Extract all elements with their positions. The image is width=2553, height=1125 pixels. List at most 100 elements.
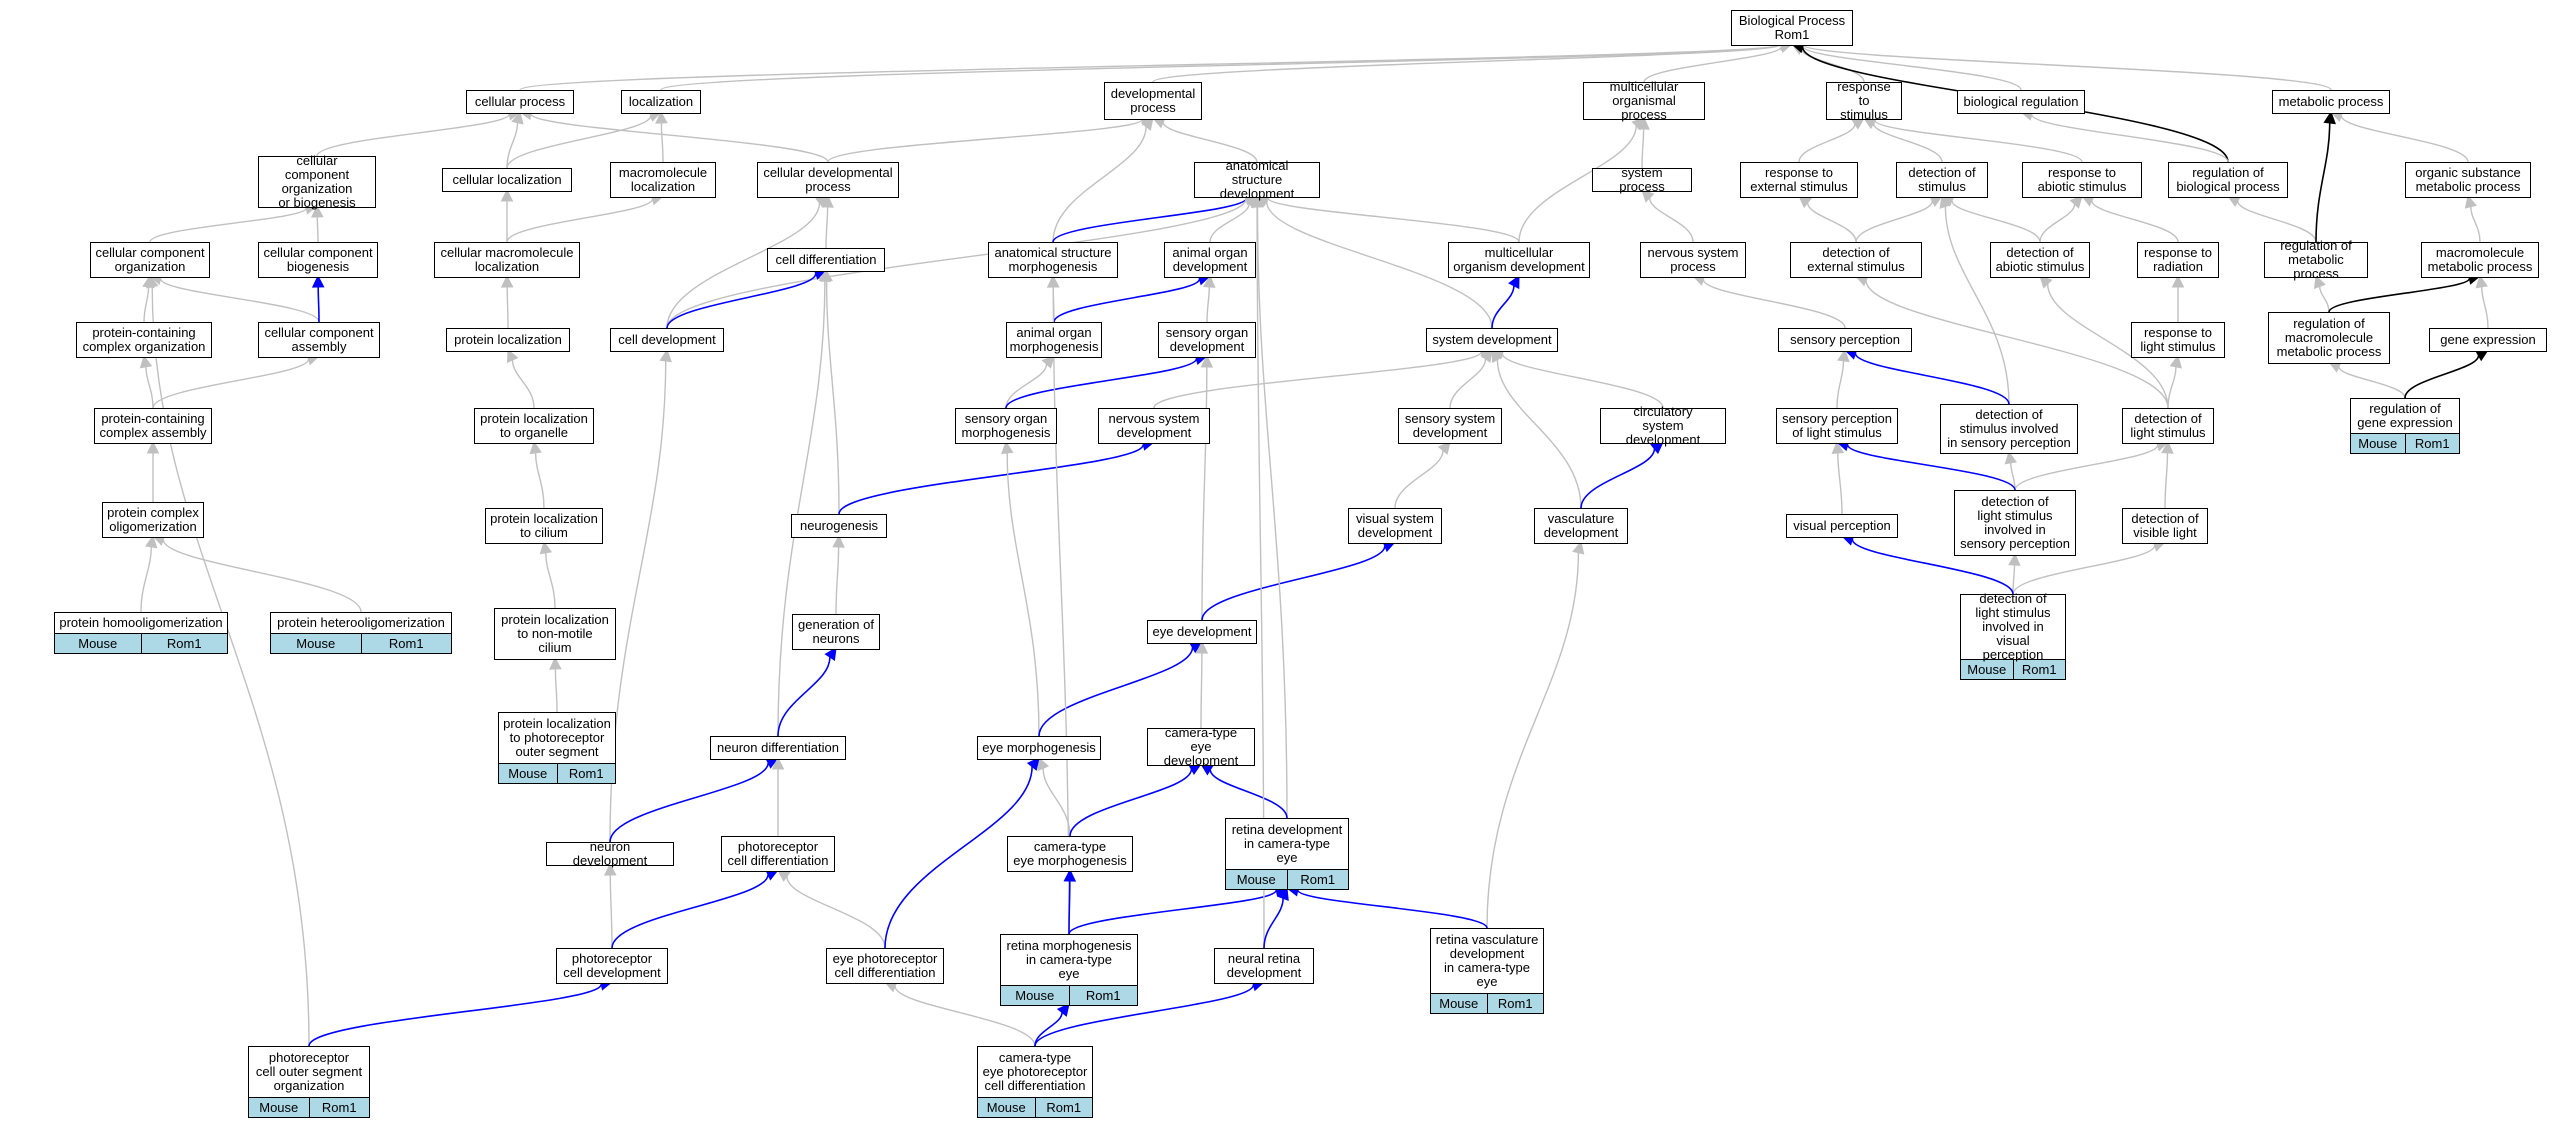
go-term-dols[interactable]: detection of light stimulus [2122,408,2214,444]
go-term-pcdev[interactable]: photoreceptor cell development [556,948,668,984]
term-label: cellular component biogenesis [263,245,373,274]
go-term-mop[interactable]: multicellular organismal process [1583,80,1705,122]
edge-eyed-vsd [1201,545,1386,621]
go-term-pco[interactable]: protein complex oligomerization [102,502,204,538]
go-term-rtes[interactable]: response to external stimulus [1740,162,1858,198]
go-term-rtas[interactable]: response to abiotic stimulus [2022,162,2142,198]
go-term-rmp[interactable]: regulation of metabolic process [2264,239,2368,281]
go-term-osmp[interactable]: organic substance metabolic process [2405,162,2531,198]
arrowhead-epcd-eyem [1026,757,1040,771]
edge-phet-pco [162,539,362,613]
go-term-does[interactable]: detection of external stimulus [1790,242,1922,278]
go-term-nsp[interactable]: nervous system process [1640,242,1746,278]
go-term-pltpos[interactable]: protein localization to photoreceptor ou… [498,712,616,784]
go-term-pltnmc[interactable]: protein localization to non-motile ciliu… [494,608,616,660]
go-term-spls[interactable]: sensory perception of light stimulus [1776,408,1898,444]
go-term-breg[interactable]: biological regulation [1957,90,2085,114]
go-term-aod[interactable]: animal organ development [1164,242,1256,278]
go-term-ploc[interactable]: protein localization [446,328,570,352]
go-term-cted[interactable]: camera-type eye development [1147,726,1255,768]
go-term-rtls[interactable]: response to light stimulus [2131,322,2225,358]
edge-dlsisp-dols [2014,444,2159,491]
arrowhead-dlsivp-dlsisp [2008,552,2021,566]
go-term-sysp[interactable]: system process [1592,166,1692,194]
edge-rvd-rdcte [1297,889,1488,929]
go-term-vperc[interactable]: visual perception [1786,514,1898,538]
go-term-vsd[interactable]: visual system development [1348,508,1442,544]
go-term-pcoso[interactable]: photoreceptor cell outer segment organiz… [248,1046,370,1118]
term-label: regulation of macromolecule metabolic pr… [2276,316,2382,359]
go-term-eyed[interactable]: eye development [1147,620,1257,644]
go-term-csd[interactable]: circulatory system development [1600,405,1726,447]
edge-nrd-rdcte [1263,898,1284,949]
go-term-pcca[interactable]: protein-containing complex assembly [94,408,212,444]
go-term-rmmp[interactable]: regulation of macromolecule metabolic pr… [2268,312,2390,364]
edge-ngen-nsd [838,444,1145,515]
go-term-dlsivp[interactable]: detection of light stimulus involved in … [1960,592,2066,680]
go-term-sysd[interactable]: system development [1426,328,1558,352]
go-term-cloc[interactable]: cellular localization [442,168,572,192]
go-term-cdiff[interactable]: cell differentiation [767,248,885,272]
go-term-asd[interactable]: anatomical structure development [1194,159,1320,201]
go-term-eyem[interactable]: eye morphogenesis [977,736,1101,760]
go-term-devp[interactable]: developmental process [1104,82,1202,120]
go-term-cdp[interactable]: cellular developmental process [757,162,899,198]
edge-vasd-csd [1580,448,1656,509]
go-term-vasd[interactable]: vasculature development [1534,508,1628,544]
edge-vasd-sysd [1496,359,1582,509]
edge-mloc-loc [660,122,664,163]
annotation-species: Mouse [78,635,118,651]
go-term-celld[interactable]: cell development [610,328,724,352]
go-term-asm[interactable]: anatomical structure morphogenesis [988,242,1118,278]
go-term-ssd[interactable]: sensory system development [1398,408,1502,444]
edge-ndiff-gon [777,657,831,737]
go-term-mp[interactable]: metabolic process [2272,90,2390,114]
go-term-cml[interactable]: cellular macromolecule localization [434,242,580,278]
go-term-pltc[interactable]: protein localization to cilium [485,508,603,544]
go-term-dovl[interactable]: detection of visible light [2122,508,2208,544]
go-term-ccb[interactable]: cellular component biogenesis [258,242,378,278]
edge-pltnmc-pltc [545,552,556,609]
go-term-rtr[interactable]: response to radiation [2137,242,2219,278]
go-term-gexp[interactable]: gene expression [2429,328,2547,352]
go-term-nsd[interactable]: nervous system development [1098,408,1210,444]
go-term-doas[interactable]: detection of abiotic stimulus [1990,242,2090,278]
go-term-dos[interactable]: detection of stimulus [1896,162,1988,198]
go-term-rvd[interactable]: retina vasculature development in camera… [1430,928,1544,1014]
go-term-cp[interactable]: cellular process [466,90,574,114]
go-term-mloc[interactable]: macromolecule localization [610,162,716,198]
go-term-ctepcd[interactable]: camera-type eye photoreceptor cell diffe… [977,1046,1093,1118]
go-term-rbp[interactable]: regulation of biological process [2168,162,2288,198]
go-term-bp[interactable]: Biological Process Rom1 [1731,10,1853,46]
go-term-dsisp[interactable]: detection of stimulus involved in sensor… [1940,404,2078,454]
go-term-ccob[interactable]: cellular component organization or bioge… [258,154,376,210]
go-term-rts[interactable]: response to stimulus [1826,80,1902,122]
go-term-aom[interactable]: animal organ morphogenesis [1006,322,1102,358]
go-term-ndiff[interactable]: neuron differentiation [710,736,846,760]
go-term-ngen[interactable]: neurogenesis [791,514,887,538]
go-term-ctem[interactable]: camera-type eye morphogenesis [1007,836,1133,872]
go-term-epcd[interactable]: eye photoreceptor cell differentiation [826,948,944,984]
go-term-dlsisp[interactable]: detection of light stimulus involved in … [1954,490,2076,556]
go-term-cco[interactable]: cellular component organization [90,242,210,278]
go-term-cca[interactable]: cellular component assembly [258,322,380,358]
go-term-gon[interactable]: generation of neurons [792,614,880,650]
go-term-loc[interactable]: localization [621,90,701,114]
go-term-ndev[interactable]: neuron development [546,840,674,868]
go-term-mmp[interactable]: macromolecule metabolic process [2421,242,2539,278]
go-term-pcdiff[interactable]: photoreceptor cell differentiation [721,836,835,872]
go-term-som[interactable]: sensory organ morphogenesis [955,408,1057,444]
go-term-pltoo[interactable]: protein localization to organelle [474,408,594,444]
go-term-mod[interactable]: multicellular organism development [1448,242,1590,278]
go-term-sperc[interactable]: sensory perception [1778,328,1912,352]
go-term-pcco[interactable]: protein-containing complex organization [76,322,212,358]
term-label: cellular developmental process [763,165,893,194]
go-term-nrd[interactable]: neural retina development [1214,948,1314,984]
go-term-sod[interactable]: sensory organ development [1158,322,1256,358]
